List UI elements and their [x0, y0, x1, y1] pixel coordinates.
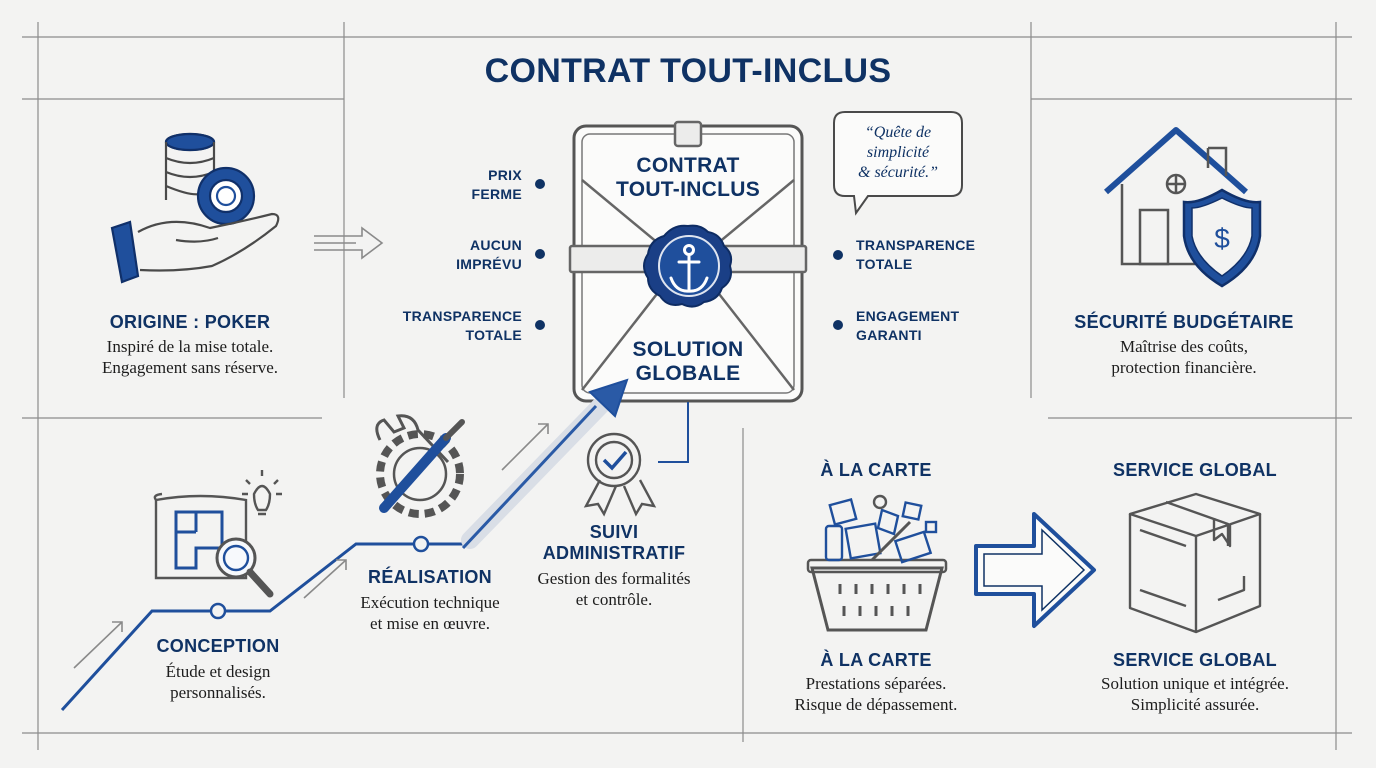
conception-line2: personnalisés.	[170, 683, 266, 702]
contract-top-line1: CONTRAT	[636, 154, 740, 177]
svg-text:$: $	[1214, 223, 1230, 254]
contract-bottom-line2: GLOBALE	[635, 362, 741, 385]
realisation-line2: et mise en œuvre.	[370, 614, 490, 633]
box-icon	[1128, 492, 1262, 634]
security-line1: Maîtrise des coûts,	[1120, 337, 1248, 356]
global-header: SERVICE GLOBAL	[1113, 460, 1277, 480]
quote-line3: & sécurité.”	[858, 164, 938, 181]
house-shield-icon: $	[1104, 127, 1262, 288]
feature-left-2-line2: TOTALE	[465, 327, 522, 343]
carte-line1: Prestations séparées.	[805, 674, 947, 693]
contract-bottom-line1: SOLUTION	[632, 338, 744, 361]
global-line1: Solution unique et intégrée.	[1101, 674, 1289, 693]
carte-line2: Risque de dépassement.	[794, 695, 958, 714]
contract-top-label: CONTRAT TOUT-INCLUS	[588, 154, 788, 202]
feature-right-0-line2: TOTALE	[856, 256, 913, 272]
carte-section: À LA CARTE Prestations séparées. Risque …	[756, 650, 996, 715]
security-section: SÉCURITÉ BUDGÉTAIRE Maîtrise des coûts, …	[1044, 312, 1324, 378]
feature-aucun-imprevu: AUCUN IMPRÉVU	[420, 236, 522, 274]
realisation-title: RÉALISATION	[368, 567, 492, 587]
carte-header: À LA CARTE	[820, 460, 932, 480]
shopping-basket-icon	[806, 494, 948, 632]
origin-section: ORIGINE : POKER Inspiré de la mise total…	[60, 312, 320, 378]
feature-transparence-right: TRANSPARENCE TOTALE	[856, 236, 1006, 274]
security-line2: protection financière.	[1111, 358, 1257, 377]
suivi-section: SUIVI ADMINISTRATIF Gestion des formalit…	[516, 522, 712, 610]
origin-line2: Engagement sans réserve.	[101, 358, 279, 377]
global-title: SERVICE GLOBAL	[1113, 650, 1277, 670]
feature-transparence-left: TRANSPARENCE TOTALE	[380, 307, 522, 345]
conception-title: CONCEPTION	[156, 636, 280, 656]
global-line2: Simplicité assurée.	[1130, 695, 1260, 714]
page-title: CONTRAT TOUT-INCLUS	[484, 52, 892, 90]
feature-left-0-line2: FERME	[471, 186, 522, 202]
frame-lines	[22, 22, 1352, 750]
suivi-title-line1: SUIVI	[589, 522, 639, 542]
feature-right-0-line1: TRANSPARENCE	[856, 237, 976, 253]
feature-engagement-garanti: ENGAGEMENT GARANTI	[856, 307, 1006, 345]
blueprint-icon	[153, 470, 282, 598]
origin-line1: Inspiré de la mise totale.	[106, 337, 274, 356]
timeline-path	[60, 378, 689, 712]
anchor-seal-icon	[643, 224, 733, 308]
feature-left-0-line1: PRIX	[488, 167, 522, 183]
conception-line1: Étude et design	[165, 662, 271, 681]
wrench-gear-icon	[375, 414, 465, 518]
feature-left-2-line1: TRANSPARENCE	[402, 308, 522, 324]
quote-bubble	[833, 111, 963, 216]
feature-prix-ferme: PRIX FERME	[420, 166, 522, 204]
feature-left-1-line2: IMPRÉVU	[456, 256, 522, 272]
feature-bullets	[535, 179, 843, 330]
security-title: SÉCURITÉ BUDGÉTAIRE	[1074, 312, 1294, 332]
feature-right-1-line1: ENGAGEMENT	[856, 308, 960, 324]
suivi-title-line2: ADMINISTRATIF	[542, 543, 686, 563]
origin-title: ORIGINE : POKER	[109, 312, 271, 332]
realisation-section: RÉALISATION Exécution technique et mise …	[330, 567, 530, 634]
realisation-line1: Exécution technique	[360, 593, 500, 612]
feature-right-1-line2: GARANTI	[856, 327, 922, 343]
quote-line2: simplicité	[866, 144, 930, 161]
suivi-line1: Gestion des formalités	[537, 569, 691, 588]
award-ribbon-icon	[583, 432, 657, 517]
contract-bottom-label: SOLUTION GLOBALE	[588, 338, 788, 386]
suivi-line2: et contrôle.	[575, 590, 653, 609]
origin-arrow-icon	[314, 226, 384, 260]
quote-line1: “Quête de	[864, 124, 932, 141]
feature-left-1-line1: AUCUN	[469, 237, 522, 253]
contract-top-line2: TOUT-INCLUS	[615, 178, 761, 201]
conception-section: CONCEPTION Étude et design personnalisés…	[118, 636, 318, 703]
quote-text: “Quête de simplicité & sécurité.”	[836, 123, 960, 183]
comparison-arrow-icon	[974, 512, 1096, 628]
poker-chips-hand-icon	[110, 132, 280, 284]
global-section: SERVICE GLOBAL Solution unique et intégr…	[1070, 650, 1320, 715]
carte-title: À LA CARTE	[820, 650, 932, 670]
